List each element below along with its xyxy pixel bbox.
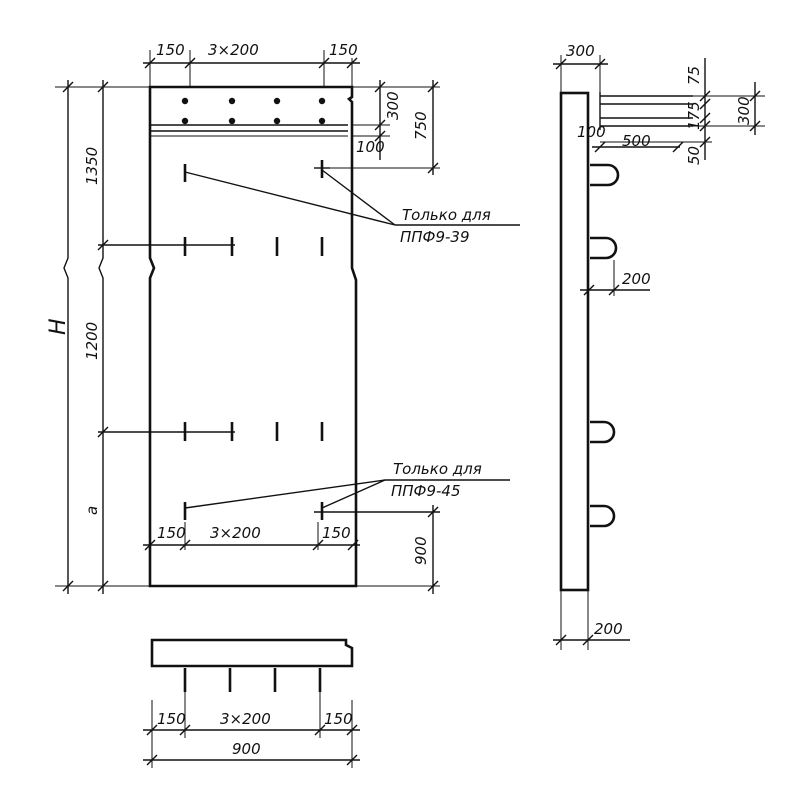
dim-label: 150 [324, 710, 353, 728]
dim-label: 1200 [83, 322, 101, 360]
anchor-dot [228, 117, 236, 125]
dim-label: 1350 [83, 147, 101, 185]
dim-label: 3×200 [220, 710, 271, 728]
dim-label: 3×200 [210, 524, 261, 542]
dim-label: 50 [685, 146, 703, 165]
dim-label: a [83, 506, 101, 515]
dim-label: 150 [322, 524, 351, 542]
note-ppf9-45: Только для ППФ9-45 [184, 460, 510, 509]
dim-label: 150 [157, 710, 186, 728]
front-right-dimension: 300 750 100 [326, 80, 440, 175]
dim-label: 200 [594, 620, 623, 638]
height-label: H [46, 318, 71, 335]
dim-label: 900 [232, 740, 261, 758]
front-panel-outline [148, 85, 358, 588]
note-text: Только для [393, 460, 482, 478]
lifting-loop [590, 236, 618, 260]
dim-label: 500 [622, 132, 651, 150]
note-text: ППФ9-45 [391, 482, 461, 500]
anchor-dot [181, 117, 189, 125]
dim-label: 3×200 [208, 41, 259, 59]
side-panel-outline [559, 91, 590, 592]
dim-label: 100 [356, 138, 385, 156]
dim-label: 200 [622, 270, 651, 288]
anchor-dot [228, 97, 236, 105]
dim-label: 150 [329, 41, 358, 59]
dim-label: 100 [577, 123, 606, 141]
anchor-dot [318, 97, 326, 105]
dim-label: 300 [735, 96, 753, 125]
note-ppf9-39: Только для ППФ9-39 [184, 169, 520, 246]
dim-label: 750 [412, 111, 430, 140]
front-left-dimension: 1350 1200 H a [46, 80, 150, 594]
anchor-dot [273, 97, 281, 105]
front-view: 150 3×200 150 300 750 100 [46, 41, 520, 594]
side-view: 300 75 175 50 300 100 500 200 [553, 42, 765, 650]
plan-panel-outline [150, 638, 354, 668]
dim-label: 300 [566, 42, 595, 60]
plan-view: 150 3×200 150 900 [143, 638, 360, 768]
lifting-loop [590, 420, 616, 444]
anchor-dot [181, 97, 189, 105]
dim-label: 150 [156, 41, 185, 59]
note-text: Только для [402, 206, 491, 224]
dim-label: 900 [412, 536, 430, 565]
front-bottom-dimension: 150 3×200 150 900 [143, 505, 440, 594]
lifting-loop [590, 504, 616, 528]
front-top-dimension: 150 3×200 150 [143, 41, 360, 87]
anchor-dot [273, 117, 281, 125]
dim-label: 175 [685, 101, 703, 130]
lifting-loop [590, 163, 620, 187]
dim-label: 150 [157, 524, 186, 542]
note-text: ППФ9-39 [400, 228, 470, 246]
dim-label: 300 [384, 91, 402, 120]
anchor-dot [318, 117, 326, 125]
dim-label: 75 [685, 66, 703, 85]
